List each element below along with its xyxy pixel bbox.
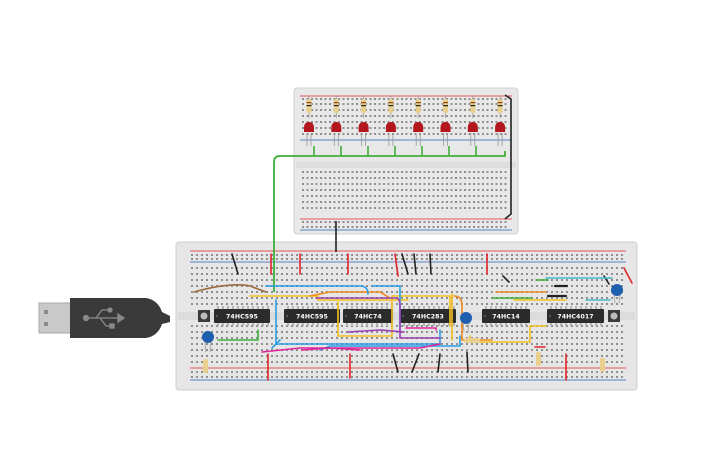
lower-resistors	[203, 338, 605, 373]
chip-74hc14-label: 74HC14	[492, 314, 520, 321]
led-6	[440, 96, 451, 146]
led-bus-wire	[273, 146, 506, 292]
lower-wires	[193, 253, 633, 381]
chips: 74HC595 74HC595 74HC74 74HC283 74HC14 74HC401…	[214, 306, 604, 326]
led-7	[467, 96, 478, 146]
usb-symbol-icon	[82, 307, 126, 329]
chip-74hc74: 74HC74	[343, 306, 393, 326]
chip-74hc283-label: 74HC283	[412, 314, 444, 321]
upper-breadboard	[293, 87, 519, 235]
capacitors	[202, 284, 623, 353]
led-2	[331, 96, 342, 146]
chip-74hc4017-label: 74HC4017	[557, 314, 593, 321]
upper-wires	[335, 94, 512, 252]
led-3	[358, 96, 369, 146]
usb-connector	[38, 298, 170, 338]
pushbuttons	[198, 310, 620, 322]
chip-74hc595-a-label: 74HC595	[226, 314, 258, 321]
chip-74hc595-b: 74HC595	[284, 306, 340, 326]
led-array	[304, 96, 506, 146]
chip-74hc14: 74HC14	[482, 306, 530, 326]
chip-74hc595-a: 74HC595	[214, 306, 270, 326]
led-1	[304, 96, 314, 146]
led-4	[385, 96, 396, 146]
chip-74hc4017: 74HC4017	[547, 306, 604, 326]
led-8	[495, 96, 506, 146]
chip-74hc595-b-label: 74HC595	[296, 314, 328, 321]
chip-74hc74-label: 74HC74	[354, 314, 382, 321]
chip-74hc283: 74HC283	[400, 306, 456, 326]
led-5	[413, 96, 424, 146]
